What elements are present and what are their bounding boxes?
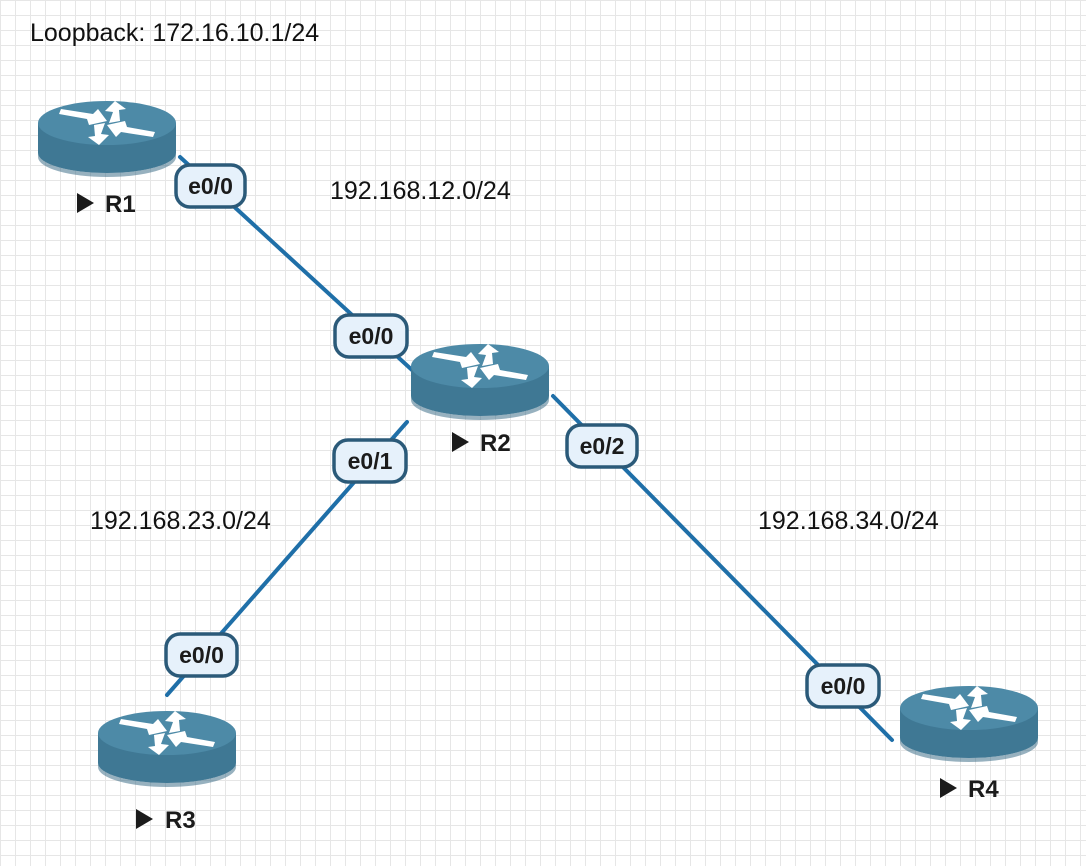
network-label-r1-r2: 192.168.12.0/24 <box>330 177 511 205</box>
network-label-r2-r4: 192.168.34.0/24 <box>758 507 939 535</box>
router-r4[interactable] <box>900 686 1038 762</box>
router-icon <box>900 686 1038 762</box>
router-name: R4 <box>968 776 999 803</box>
play-icon <box>77 193 94 213</box>
interface-label: e0/1 <box>348 448 393 474</box>
router-r2[interactable] <box>411 344 549 420</box>
router-label-r2: R2 <box>452 430 511 457</box>
interface-label: e0/0 <box>821 673 866 699</box>
router-label-r3: R3 <box>136 807 196 834</box>
router-r3[interactable] <box>98 711 236 787</box>
loopback-label: Loopback: 172.16.10.1/24 <box>30 19 320 47</box>
interface-label: e0/2 <box>580 433 625 459</box>
router-label-r4: R4 <box>940 776 999 803</box>
play-icon <box>136 809 153 829</box>
interface-label: e0/0 <box>179 642 224 668</box>
network-label-r2-r3: 192.168.23.0/24 <box>90 507 271 535</box>
interface-label: e0/0 <box>188 173 233 199</box>
router-name: R1 <box>105 191 136 218</box>
interface-r2-e0-1[interactable]: e0/1 <box>332 438 408 484</box>
router-r1[interactable] <box>38 101 176 177</box>
router-icon <box>411 344 549 420</box>
interface-r3-e0-0[interactable]: e0/0 <box>164 632 239 678</box>
router-label-r1: R1 <box>77 191 136 218</box>
router-icon <box>98 711 236 787</box>
interface-label: e0/0 <box>349 323 394 349</box>
play-icon <box>940 778 957 798</box>
router-name: R2 <box>480 430 511 457</box>
interface-r4-e0-0[interactable]: e0/0 <box>805 663 881 709</box>
play-icon <box>452 432 469 452</box>
router-name: R3 <box>165 807 196 834</box>
interface-r2-e0-2[interactable]: e0/2 <box>565 423 639 469</box>
interface-r2-e0-0[interactable]: e0/0 <box>333 313 409 359</box>
router-icon <box>38 101 176 177</box>
interface-r1-e0-0[interactable]: e0/0 <box>174 163 247 209</box>
